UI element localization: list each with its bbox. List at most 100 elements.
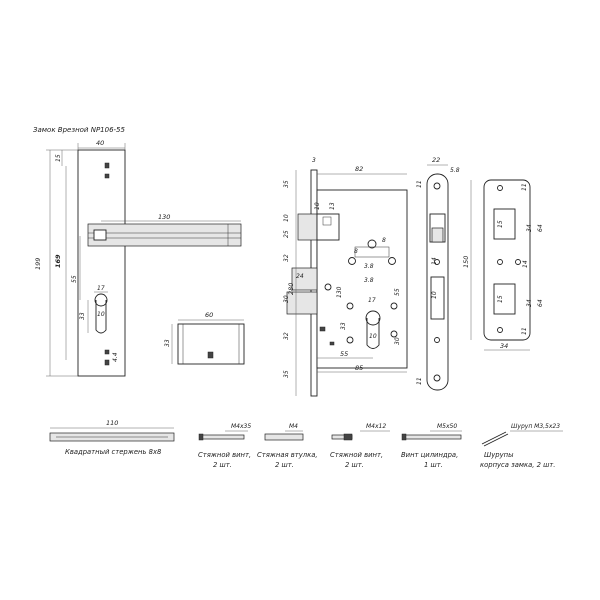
strike-plate-view: 34 150 15 15 34 64 34 64 11 11 14: [462, 179, 544, 351]
strike-plate: [483, 179, 531, 341]
dim-label: 13: [329, 202, 336, 210]
screw-hole-icon: [104, 173, 110, 179]
part-qty: 2 шт.: [275, 461, 294, 469]
part-label: Винт цилиндра,: [401, 451, 458, 459]
dim-label: 10: [431, 291, 438, 299]
screw-hole-icon: [104, 162, 110, 169]
cylinder-screw: [402, 434, 462, 440]
dim-label: 11: [521, 183, 528, 191]
part-qty: 1 шт.: [424, 461, 443, 469]
tie-screw2-part: М4х12 Стяжной винт, 2 шт.: [330, 423, 390, 469]
dim-label: 150: [462, 256, 470, 268]
dim-label: 22: [432, 156, 440, 164]
dim-label: 25: [283, 230, 290, 238]
dim-label: 64: [537, 299, 544, 307]
tie-sleeve-part: М4 Стяжная втулка, 2 шт.: [257, 423, 318, 469]
dim-label: 85: [355, 364, 363, 372]
dim-label: М4: [289, 423, 298, 430]
screw-hole-icon: [104, 359, 110, 366]
dim-label: 33: [79, 312, 86, 320]
tie-screw-part: М4х35 Стяжной винт, 2 шт.: [198, 423, 251, 469]
dim-label: 35: [283, 180, 290, 188]
dim-label: 14: [431, 257, 438, 265]
dim-label: 30: [394, 337, 401, 345]
part-label: Квадратный стержень 8х8: [65, 448, 162, 456]
dim-label: 199: [34, 258, 42, 270]
dim-label: 8: [354, 248, 358, 255]
wood-screw-icon: [481, 431, 507, 445]
hole: [367, 239, 377, 249]
dim-label: М4х35: [231, 423, 251, 430]
handle-plate-view: 40 130 199 169 15 55 17 10 33 4.4: [34, 139, 242, 377]
deadbolt: [291, 267, 318, 291]
strike-bolt-hole: [493, 283, 516, 315]
dim-label: 110: [106, 419, 118, 427]
case-screw-part: Шуруп М3,5х23 Шурупы корпуса замка, 2 шт…: [480, 423, 563, 469]
dim-label: 15: [497, 295, 504, 303]
hole: [515, 259, 521, 265]
part-label: Стяжная втулка,: [257, 451, 318, 459]
dim-label: 17: [97, 285, 105, 292]
dim-label: Шуруп М3,5х23: [511, 423, 560, 430]
hole: [390, 302, 398, 310]
tie-screw: [199, 434, 245, 440]
dim-label: 24: [296, 273, 304, 280]
handle-plate: [77, 149, 126, 377]
strike-latch-hole: [493, 208, 516, 240]
hole: [434, 337, 440, 343]
hole: [497, 259, 503, 265]
hole: [346, 336, 354, 344]
latch-bolt: [297, 213, 318, 241]
drawing-title: Замок Врезной NP106-55: [33, 126, 126, 134]
screw-hole-icon: [433, 182, 441, 190]
dim-label: 3.8: [364, 263, 374, 270]
dim-label: 14: [522, 260, 529, 268]
screw-hole-icon: [104, 349, 110, 355]
cylinder-cutout: [365, 310, 381, 326]
screw-hole-icon: [433, 374, 441, 382]
part-label: Стяжной винт,: [330, 451, 383, 459]
dim-label: 60: [205, 311, 213, 319]
dim-label: 32: [283, 254, 290, 262]
part-qty: 2 шт.: [213, 461, 232, 469]
dim-label: М4х12: [366, 423, 386, 430]
part-qty: корпуса замка, 2 шт.: [480, 461, 555, 469]
dim-label: 82: [355, 165, 363, 173]
dim-label: 35: [283, 370, 290, 378]
latch-tongue: [431, 227, 444, 243]
dim-label: 5.8: [450, 167, 460, 174]
dim-label: 33: [340, 322, 347, 330]
cylinder-hole: [94, 293, 108, 307]
cam-icon: [207, 351, 214, 359]
lock-body-view: 82 3 280 35 10 25 32 30 32 35 13 10 24 8…: [283, 157, 408, 397]
latch-housing: [316, 213, 340, 241]
dim-label: 34: [526, 299, 533, 307]
dim-label: 55: [394, 288, 401, 296]
dim-label: 34: [526, 224, 533, 232]
dim-label: 34: [500, 342, 508, 350]
dim-label: 3: [312, 157, 316, 164]
dim-label: 4.4: [112, 352, 119, 362]
hole: [324, 283, 332, 291]
tie-sleeve: [264, 433, 304, 441]
deadbolt-lower: [286, 291, 318, 315]
dim-label: 15: [497, 220, 504, 228]
dim-label: 40: [96, 139, 104, 147]
hole: [348, 257, 356, 265]
hole: [346, 302, 354, 310]
dim-label: 11: [416, 180, 423, 188]
faceplate-front-view: 22 5.8 11 11 14 10: [416, 156, 460, 391]
dim-label: 17: [368, 297, 376, 304]
dim-label: 32: [283, 332, 290, 340]
dim-label: 55: [340, 350, 348, 358]
dim-label: 30: [283, 295, 290, 303]
cylinder-screw-part: М5х50 Винт цилиндра, 1 шт.: [401, 423, 462, 469]
part-label: Стяжной винт,: [198, 451, 251, 459]
screw-hole-icon: [497, 185, 503, 191]
dim-label: 10: [314, 202, 321, 210]
dim-label: 3.8: [364, 277, 374, 284]
bolt-window: [430, 276, 445, 320]
dim-label: 280: [287, 283, 295, 295]
hole: [434, 259, 440, 265]
